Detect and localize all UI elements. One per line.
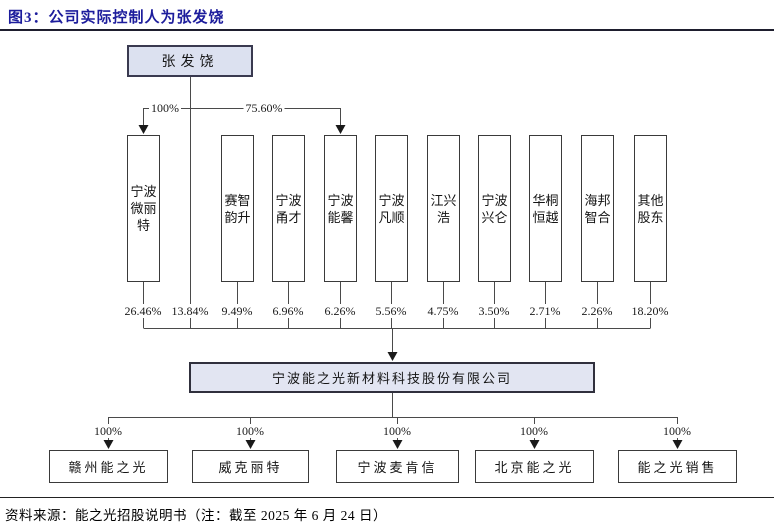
shareholder-box: 宁波甬才 [272,135,305,282]
title-divider [0,29,774,31]
controller-box: 张发饶 [127,45,253,77]
subsidiary-box: 威克丽特 [192,450,309,483]
subsidiary-box: 北京能之光 [475,450,594,483]
shareholder-box: 江兴浩 [427,135,460,282]
shareholder-pct-label: 5.56% [373,304,409,318]
subsidiary-pct-label: 100% [381,424,413,438]
subsidiary-box: 宁波麦肯信 [336,450,459,483]
arrow-down-icon [103,440,114,449]
arrow-down-icon [672,440,683,449]
subsidiary-box: 赣州能之光 [49,450,168,483]
subsidiary-box: 能之光销售 [618,450,737,483]
source-divider [0,497,774,498]
figure-title: 图3：公司实际控制人为张发饶 [8,10,225,26]
shareholder-pct-label: 18.20% [629,304,671,318]
subsidiary-pct-label: 100% [92,424,124,438]
shareholder-box: 赛智韵升 [221,135,254,282]
arrow-down-icon [245,440,256,449]
arrow-down-icon [529,440,540,449]
company-box: 宁波能之光新材料科技股份有限公司 [189,362,595,393]
shareholder-box: 宁波微丽特 [127,135,160,282]
shareholder-box: 宁波凡顺 [375,135,408,282]
subsidiary-pct-label: 100% [661,424,693,438]
shareholder-box: 其他股东 [634,135,667,282]
shareholder-pct-label: 4.75% [425,304,461,318]
shareholder-pct-label: 2.26% [579,304,615,318]
shareholder-pct-label: 6.26% [322,304,358,318]
arrow-down-icon [392,440,403,449]
ownership-pct-label: 75.60% [243,101,285,115]
source-note: 资料来源：能之光招股说明书（注：截至 2025 年 6 月 24 日） [5,508,387,523]
shareholder-pct-label: 3.50% [476,304,512,318]
direct-holding-pct-label: 13.84% [169,304,211,318]
shareholder-pct-label: 6.96% [270,304,306,318]
shareholder-box: 宁波兴仑 [478,135,511,282]
shareholder-box: 宁波能馨 [324,135,357,282]
arrow-down-icon [387,352,398,361]
arrow-down-icon [138,125,149,134]
subsidiary-pct-label: 100% [234,424,266,438]
shareholder-pct-label: 26.46% [122,304,164,318]
shareholder-pct-label: 9.49% [219,304,255,318]
shareholder-box: 海邦智合 [581,135,614,282]
ownership-pct-label: 100% [149,101,181,115]
subsidiary-pct-label: 100% [518,424,550,438]
shareholder-box: 华桐恒越 [529,135,562,282]
arrow-down-icon [335,125,346,134]
shareholder-pct-label: 2.71% [527,304,563,318]
